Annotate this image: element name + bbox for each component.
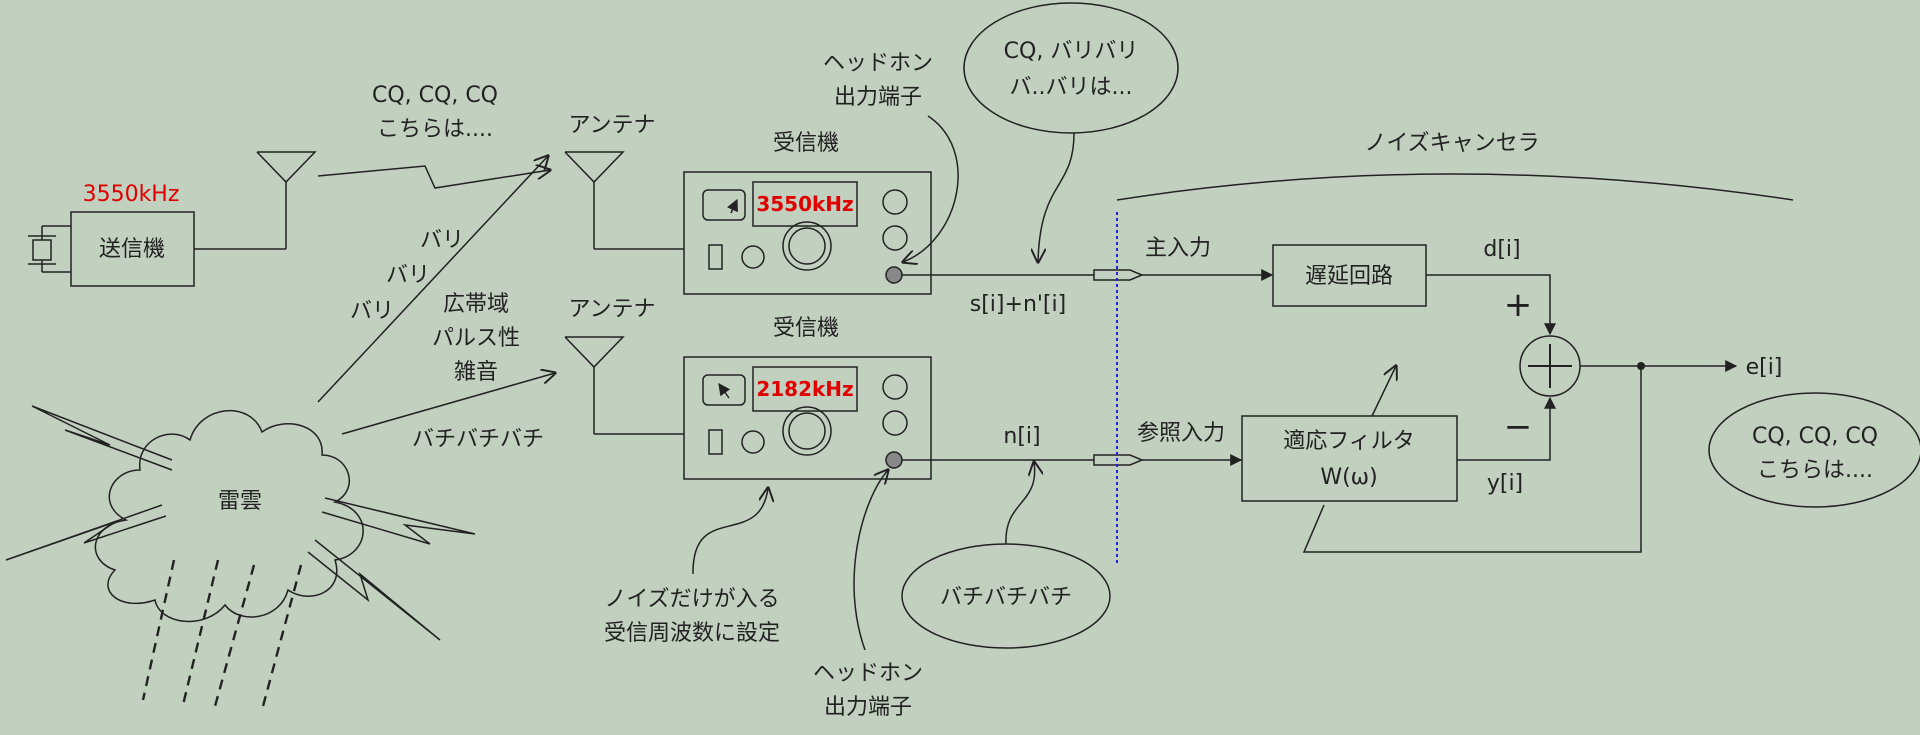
noise-desc-1: 広帯域 bbox=[443, 292, 509, 317]
rx1-knob bbox=[741, 245, 765, 269]
canceller-bracket bbox=[1116, 173, 1794, 201]
rx2-meter bbox=[702, 374, 746, 406]
rx1-antenna-icon bbox=[564, 151, 625, 184]
noise-canceller: ノイズキャンセラ 主入力 参照入力 遅延回路 適応フィルタ W(ω) d[i] … bbox=[1116, 131, 1920, 565]
radio-wave-arrow bbox=[317, 166, 550, 189]
noise-word-3: バリ bbox=[350, 299, 394, 324]
rx2-knob bbox=[882, 410, 908, 436]
noise-desc-2: パルス性 bbox=[432, 326, 520, 351]
transmitter-frequency: 3550kHz bbox=[83, 182, 180, 207]
rx2-headphone-jack bbox=[885, 451, 903, 469]
ref-input-connector bbox=[1093, 454, 1144, 466]
minus-sign: − bbox=[1504, 407, 1533, 447]
rx1-display bbox=[752, 181, 858, 227]
headphone-label-bottom-2: 出力端子 bbox=[824, 695, 912, 720]
bubble-top-line-1: CQ, バリバリ bbox=[1004, 39, 1139, 64]
adaptation-arrow bbox=[1371, 366, 1396, 417]
noise-arrow-upper bbox=[317, 156, 548, 403]
bubble-top-line-2: バ..バリは... bbox=[1010, 75, 1133, 100]
speech-bubble-top bbox=[963, 2, 1179, 134]
headphone-label-top-2: 出力端子 bbox=[834, 85, 922, 110]
signal-s-label: s[i]+n'[i] bbox=[970, 292, 1066, 317]
rx2-label: 受信機 bbox=[773, 316, 839, 341]
lightning-bolt-icon bbox=[321, 497, 476, 545]
rain-lines bbox=[141, 559, 303, 711]
lightning-bolt-icon bbox=[31, 405, 173, 471]
rx1-frequency: 3550kHz bbox=[756, 192, 853, 216]
receiver-1: アンテナ 受信機 3550kHz bbox=[564, 113, 932, 295]
feedback-line bbox=[1302, 366, 1642, 553]
ref-input-label: 参照入力 bbox=[1137, 421, 1225, 446]
pachi-label: バチバチバチ bbox=[412, 427, 544, 452]
crystal-icon bbox=[28, 225, 71, 273]
filter-label-1: 適応フィルタ bbox=[1283, 429, 1415, 454]
rx2-knob bbox=[882, 374, 908, 400]
rx1-antenna-label: アンテナ bbox=[568, 113, 655, 138]
lightning-bolt-icon bbox=[307, 539, 441, 641]
rx2-antenna-icon bbox=[564, 336, 625, 369]
rx2-frequency: 2182kHz bbox=[756, 377, 853, 401]
plus-sign: + bbox=[1504, 285, 1533, 325]
rx1-knob bbox=[882, 189, 908, 215]
rx1-switch bbox=[708, 244, 723, 270]
noise-word-2: バリ bbox=[386, 263, 430, 288]
bubble-bottom-text: バチバチバチ bbox=[940, 585, 1072, 610]
signal-lines: s[i]+n'[i] n[i] bbox=[902, 269, 1274, 466]
callouts: ヘッドホン 出力端子 CQ, バリバリ バ..バリは... ノイズだけが入る 受… bbox=[604, 2, 1179, 720]
transmitter-label: 送信機 bbox=[99, 237, 165, 262]
rx1-meter bbox=[702, 189, 746, 221]
lightning-bolt-icon bbox=[5, 504, 167, 561]
main-input-connector bbox=[1093, 269, 1144, 281]
transmitter: 送信機 3550kHz CQ, CQ, CQ こちらは.... bbox=[28, 83, 550, 287]
tx-speech-line-2: こちらは.... bbox=[377, 117, 493, 142]
canceller-title: ノイズキャンセラ bbox=[1364, 131, 1539, 156]
adaptive-filter-block bbox=[1241, 415, 1458, 502]
main-input-label: 主入力 bbox=[1145, 236, 1211, 261]
tx-antenna-icon bbox=[194, 151, 317, 250]
signal-y-label: y[i] bbox=[1487, 471, 1523, 496]
bubble-right-line-2: こちらは.... bbox=[1757, 458, 1873, 483]
filter-label-2: W(ω) bbox=[1320, 465, 1377, 490]
thundercloud-label: 雷雲 bbox=[218, 489, 262, 514]
speech-bubble-output bbox=[1708, 392, 1920, 508]
rx2-display bbox=[752, 366, 858, 412]
signal-n-label: n[i] bbox=[1003, 424, 1040, 449]
rx2-knob bbox=[741, 430, 765, 454]
receiver-2: アンテナ 受信機 2182kHz bbox=[564, 297, 932, 480]
signal-e-label: e[i] bbox=[1746, 355, 1783, 380]
thundercloud: 雷雲 バリ バリ バリ 広帯域 パルス性 雑音 バチバチバチ bbox=[5, 156, 555, 711]
tune-note-line-1: ノイズだけが入る bbox=[604, 587, 779, 612]
noise-desc-3: 雑音 bbox=[454, 360, 498, 385]
rx2-switch bbox=[708, 429, 723, 455]
headphone-label-bottom-1: ヘッドホン bbox=[813, 661, 923, 686]
tx-speech-line-1: CQ, CQ, CQ bbox=[372, 83, 498, 108]
rx2-tuning-dial bbox=[782, 406, 832, 456]
summing-junction bbox=[1519, 335, 1581, 397]
headphone-label-top-1: ヘッドホン bbox=[823, 51, 933, 76]
bubble-right-line-1: CQ, CQ, CQ bbox=[1752, 424, 1878, 449]
rx1-label: 受信機 bbox=[773, 131, 839, 156]
noise-word-1: バリ bbox=[420, 228, 464, 253]
signal-d-label: d[i] bbox=[1483, 237, 1520, 262]
rx1-tuning-dial bbox=[782, 221, 832, 271]
delay-label: 遅延回路 bbox=[1305, 264, 1393, 289]
rx1-headphone-jack bbox=[885, 266, 903, 284]
rx2-antenna-label: アンテナ bbox=[568, 297, 655, 322]
tune-note-line-2: 受信周波数に設定 bbox=[604, 621, 780, 646]
noise-arrow-lower bbox=[341, 373, 555, 435]
rx1-knob bbox=[882, 225, 908, 251]
